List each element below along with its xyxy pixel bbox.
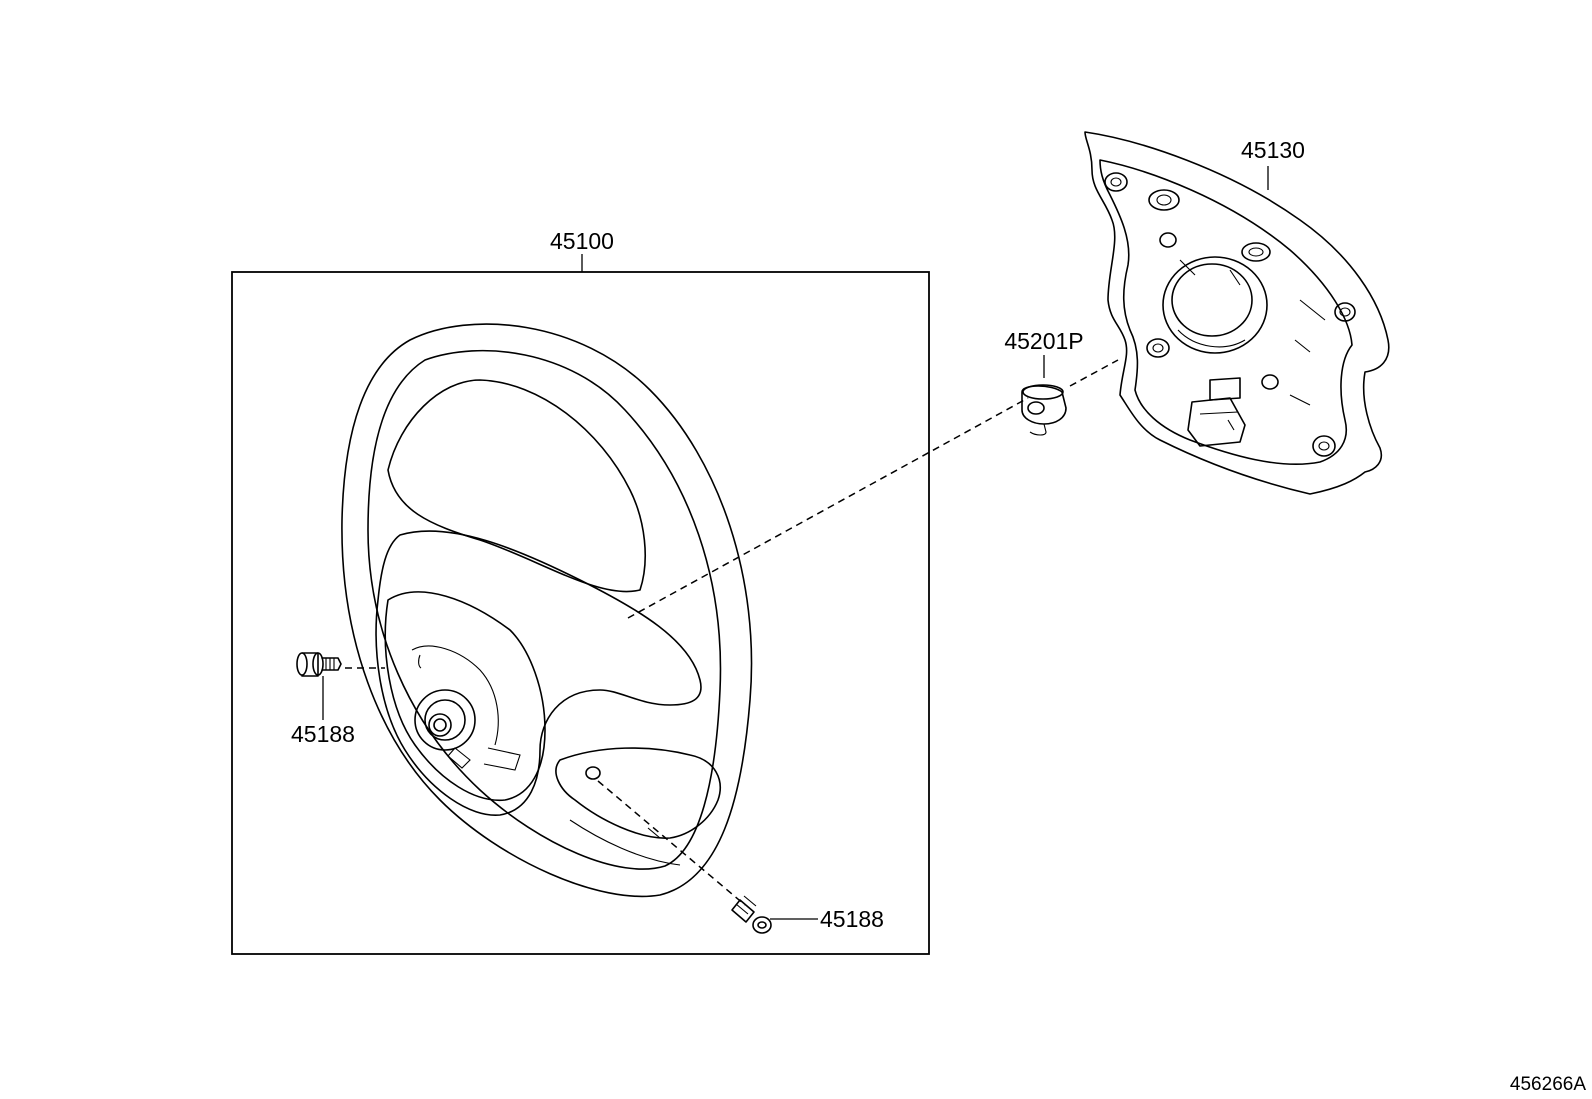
screw-right[interactable] <box>731 895 772 934</box>
assembly-line-nut <box>1069 359 1119 387</box>
assembly-frame <box>231 271 930 955</box>
label-45201P: 45201P <box>1004 328 1083 354</box>
nut[interactable] <box>1021 384 1067 436</box>
label-45130: 45130 <box>1241 137 1305 163</box>
diagram-id: 456266A <box>1510 1074 1586 1095</box>
label-45188-left: 45188 <box>291 721 355 747</box>
airbag-pad[interactable] <box>1084 131 1390 495</box>
steering-wheel[interactable] <box>341 323 753 898</box>
screw-left[interactable] <box>296 652 342 677</box>
label-45188-right: 45188 <box>820 906 884 932</box>
label-45100: 45100 <box>550 228 614 254</box>
assembly-line-airbag <box>627 397 1029 619</box>
assembly-line-screw-right <box>597 780 746 906</box>
